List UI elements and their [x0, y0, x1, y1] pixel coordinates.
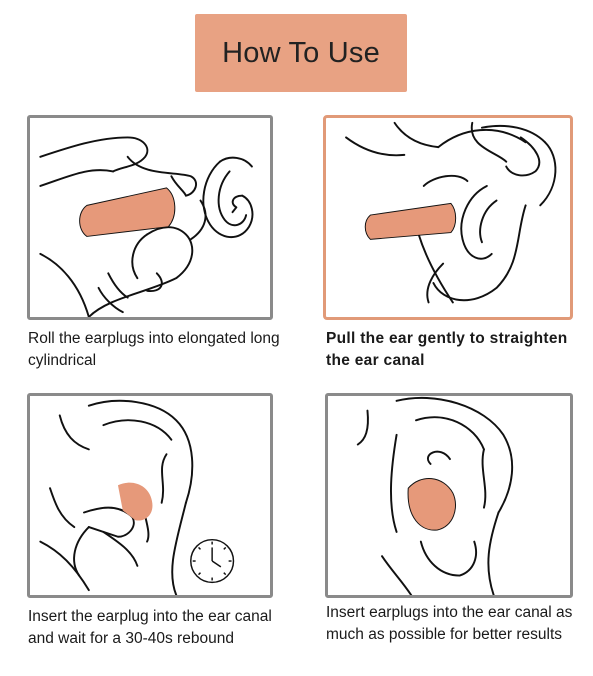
step-4-illustration [325, 393, 573, 598]
page-title: How To Use [222, 36, 380, 69]
hand-pulling-ear-drawing [345, 121, 557, 304]
title-banner: How To Use [195, 14, 407, 92]
step-1-caption: Roll the earplugs into elongated long cy… [28, 330, 280, 369]
step-2-illustration [323, 115, 573, 320]
step-1-illustration [27, 115, 273, 320]
earplug-shape [407, 478, 456, 531]
clock-icon [190, 538, 235, 584]
step-4-caption: Insert earplugs into the ear canal as mu… [326, 604, 573, 643]
fingers-rolling-earplug-drawing [39, 136, 254, 317]
step-2-caption: Pull the ear gently to straighten the ea… [326, 330, 568, 369]
step-3-illustration [27, 393, 273, 598]
finger-inserting-earplug-drawing [39, 399, 235, 595]
earplug-shape [79, 187, 176, 237]
earplug-shape [364, 202, 457, 240]
earplug-in-ear-drawing [356, 397, 514, 595]
earplug-shape [117, 482, 153, 521]
step-3-caption: Insert the earplug into the ear canal an… [28, 608, 272, 647]
